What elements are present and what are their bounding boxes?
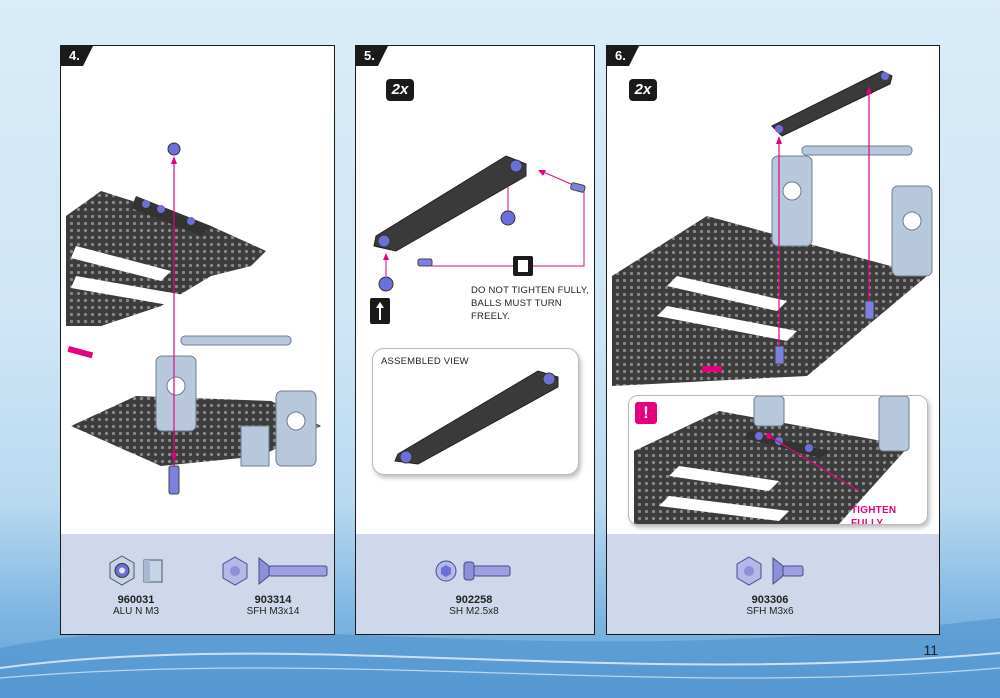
- page-number: 11: [923, 642, 938, 658]
- step-4-panel: 4.: [60, 45, 335, 635]
- step-5-note: DO NOT TIGHTEN FULLY, BALLS MUST TURN FR…: [471, 285, 590, 322]
- assembled-view-label: ASSEMBLED VIEW: [381, 356, 469, 367]
- step-4-number: 4.: [61, 46, 93, 66]
- flat-head-screw-icon: [222, 556, 328, 586]
- assembled-view-box: ASSEMBLED VIEW: [372, 348, 579, 475]
- tighten-fully-label: TIGHTEN FULLY: [851, 505, 897, 525]
- assembled-rod-illustration: [394, 370, 559, 465]
- step-5-illustration: [370, 155, 586, 324]
- quantity-badge: 2x: [629, 79, 657, 101]
- background-swoosh: [0, 618, 1000, 698]
- socket-head-screw-icon: [435, 560, 511, 582]
- tighten-fully-callout: ! TIGHTEN FULLY: [628, 395, 928, 525]
- flat-head-screw-icon: [736, 556, 804, 586]
- warning-icon: !: [635, 402, 657, 424]
- quantity-badge: 2x: [386, 79, 414, 101]
- step-4-illustration: [66, 142, 321, 495]
- step-5-number: 5.: [356, 46, 388, 66]
- step-6-illustration: [612, 70, 933, 386]
- step-6-number: 6.: [607, 46, 639, 66]
- step-6-panel: 6. 2x: [606, 45, 940, 635]
- nut-icon: [109, 555, 163, 586]
- step-5-panel: 5. 2x DO NOT TIGHTEN FULLY, BALLS MUST T…: [355, 45, 595, 635]
- callout-illustration: [634, 396, 910, 524]
